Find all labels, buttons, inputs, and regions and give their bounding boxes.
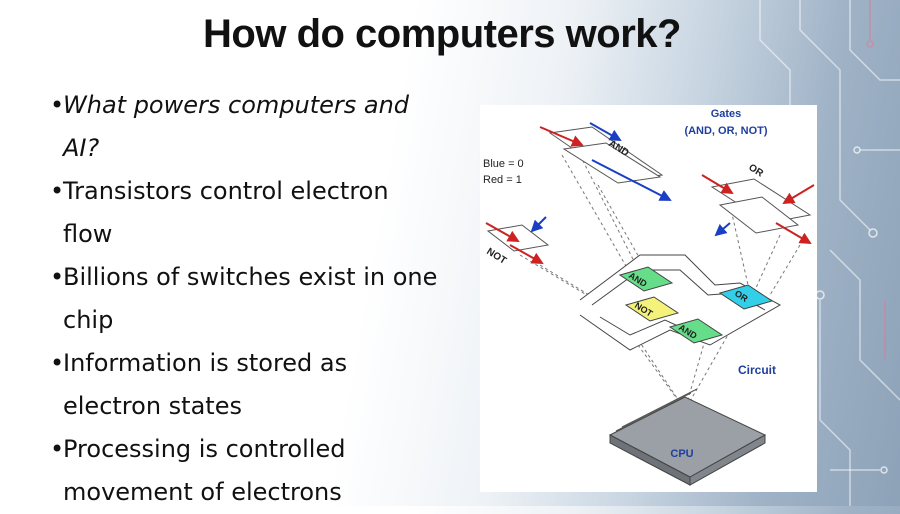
bullet-marker: • <box>50 177 65 205</box>
bullet-item: • Processing is controlled movement of e… <box>50 428 460 514</box>
bullet-item: • Billions of switches exist in one chip <box>50 256 460 342</box>
cpu-gates-diagram: Gates (AND, OR, NOT) Blue = 0 Red = 1 <box>480 105 817 492</box>
bullet-text-continued: chip <box>63 306 114 334</box>
bullet-text: Processing is controlled <box>63 435 346 463</box>
bullet-text-continued: movement of electrons <box>63 478 342 506</box>
bullet-text-continued: electron states <box>63 392 242 420</box>
bullet-list: • What powers computers and AI? • Transi… <box>50 84 460 514</box>
cpu-chip: CPU <box>608 388 767 486</box>
cpu-label: CPU <box>670 448 693 460</box>
bullet-text: Information is stored as <box>63 349 348 377</box>
circuit-label: Circuit <box>738 363 776 377</box>
bullet-item: • Transistors control electron flow <box>50 170 460 256</box>
bullet-text: Transistors control electron <box>63 177 389 205</box>
gate-not-box: NOT <box>484 216 550 267</box>
gate-and-box: AND <box>539 122 672 201</box>
legend-blue: Blue = 0 <box>483 158 524 170</box>
slide-title: How do computers work? <box>203 12 681 56</box>
diagram-svg: Gates (AND, OR, NOT) Blue = 0 Red = 1 <box>483 108 815 486</box>
gate-or-box: OR <box>701 162 815 245</box>
circuit-board: AND NOT AND OR <box>579 254 782 351</box>
legend-red: Red = 1 <box>483 174 522 186</box>
gates-subtitle: (AND, OR, NOT) <box>684 125 767 137</box>
bullet-marker: • <box>50 435 65 463</box>
gates-title: Gates <box>711 108 742 120</box>
bullet-text-continued: flow <box>63 220 113 248</box>
gate-not-label: NOT <box>484 246 508 267</box>
bullet-item: • Information is stored as electron stat… <box>50 342 460 428</box>
bullet-marker: • <box>50 263 65 291</box>
bullet-text: What powers computers and <box>63 91 410 119</box>
bullet-marker: • <box>50 91 65 119</box>
bullet-marker: • <box>50 349 65 377</box>
bullet-text: Billions of switches exist in one <box>63 263 438 291</box>
bullet-text-continued: AI? <box>63 134 100 162</box>
bullet-item: • What powers computers and AI? <box>50 84 460 170</box>
gate-or-label: OR <box>746 162 765 180</box>
